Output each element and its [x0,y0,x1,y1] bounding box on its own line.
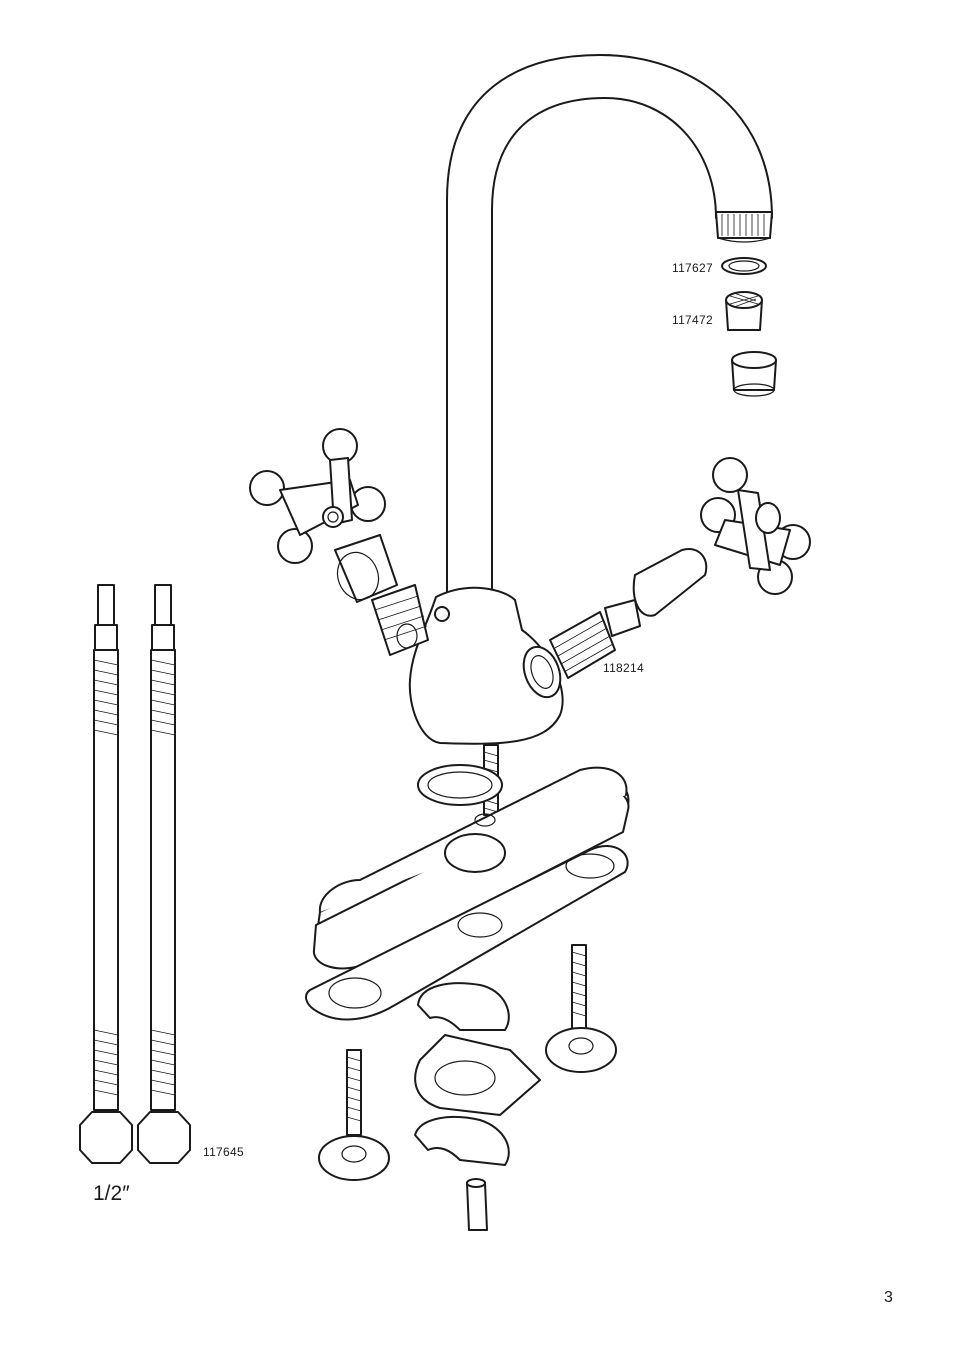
base-o-ring [418,765,502,805]
hose-size-label: 1/2″ [93,1182,130,1206]
mounting-bracket [415,983,540,1165]
aerator-housing [732,352,776,396]
faucet-body [410,588,567,744]
right-cross-handle [701,458,810,594]
flex-hose-left [80,585,132,1163]
label-cartridge: 118214 [603,661,644,675]
mounting-bolt-left [319,1050,389,1180]
page-number: 3 [884,1289,893,1307]
hex-nut-stud [467,1179,487,1230]
aerator-insert [726,292,762,330]
aerator-o-ring [722,258,766,274]
label-hose: 117645 [203,1145,244,1159]
flex-hose-right [138,585,190,1163]
label-aerator: 117472 [672,313,713,327]
label-o-ring: 117627 [672,261,713,275]
right-cap [634,549,707,616]
mounting-bolt-right [546,945,616,1072]
